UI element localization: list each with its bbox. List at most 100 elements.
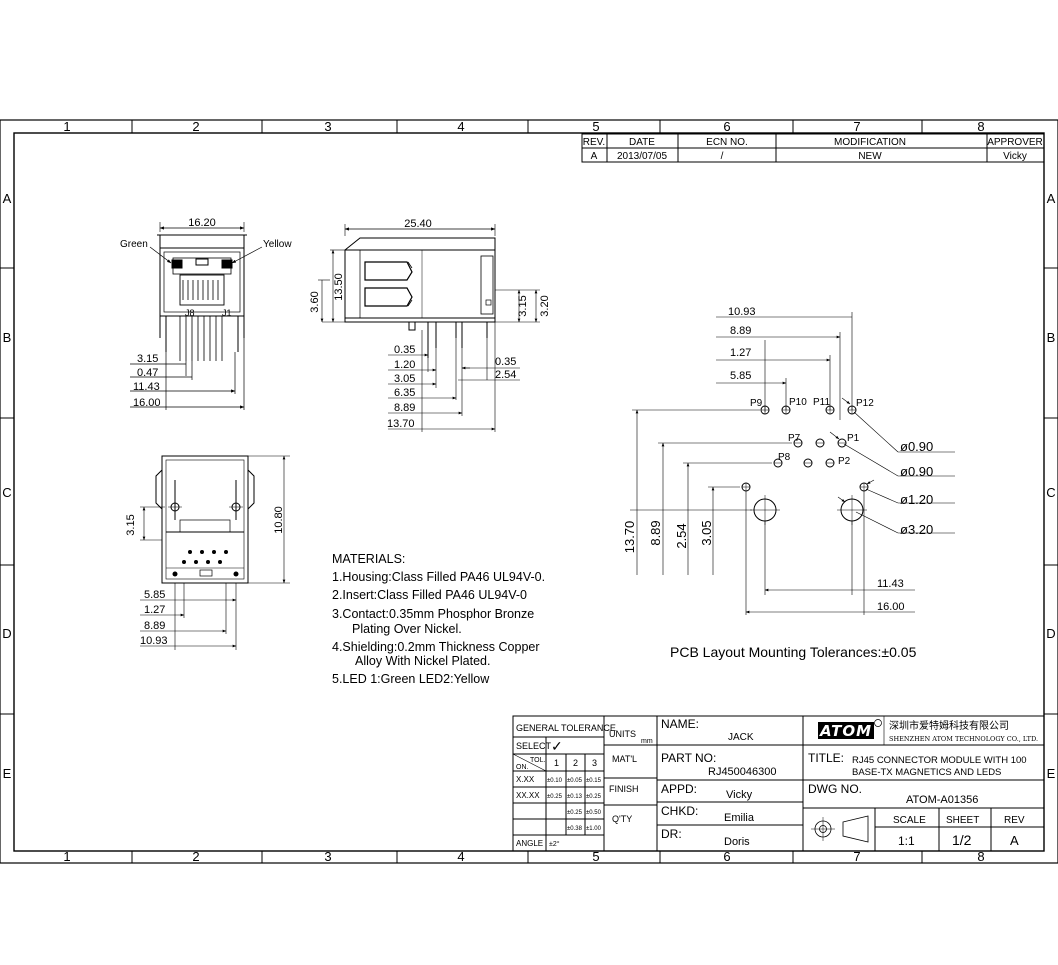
material-item-2: 2.Insert:Class Filled PA46 UL94V-0 [332,588,527,602]
zone-row-d: D [2,626,11,641]
tol-label: TOL. [530,757,545,764]
units-label: UNITS [609,729,636,739]
zone-col-7-bottom: 7 [853,849,860,864]
tol-row-1-v3: ±0.15 [586,778,602,784]
zone-row-a-right: A [1047,191,1056,206]
side-bottom-1-20: 1.20 [394,359,415,371]
pcb-bottom-11-43: 11.43 [877,578,904,590]
bottom-view: 3.15 10.80 5.85 1.27 8.89 10.93 [125,455,290,650]
company-name-cn: 深圳市爱特姆科技有限公司 [889,719,1009,732]
name-value: JACK [728,732,754,743]
select-check: ✓ [551,738,563,754]
zone-row-e-right: E [1047,766,1056,781]
pin-p11: P11 [813,397,830,408]
date-value: 2013/07/05 [617,151,667,162]
approver-value: Vicky [1003,151,1027,162]
ecn-header: ECN NO. [706,137,748,148]
zone-col-3-bottom: 3 [324,849,331,864]
title-line-1: RJ45 CONNECTOR MODULE WITH 100 [852,755,1027,766]
angle-value: ±2° [549,840,560,848]
pcb-tolerance-note: PCB Layout Mounting Tolerances:±0.05 [670,644,917,660]
hole-dim-3-20: ø3.20 [900,522,933,537]
tol-row-4-v3: ±1.00 [586,826,602,832]
sheet-value: 1/2 [952,832,972,848]
pin-p10: P10 [789,397,807,408]
dwg-no-label: DWG NO. [808,782,862,796]
dr-label: DR: [661,827,682,841]
tol-col-1: 1 [554,758,559,768]
pcb-left-8-89: 8.89 [648,520,663,545]
zone-col-3: 3 [324,119,331,134]
tol-col-3: 3 [592,758,597,768]
tol-row-1-v2: ±0.05 [567,778,583,784]
atom-logo-text: ATOM [819,722,872,740]
pcb-top-5-85: 5.85 [730,370,751,382]
tol-row-2-v1: ±0.25 [547,794,563,800]
dr-value: Doris [724,836,750,848]
side-view: 25.40 13.50 3.60 3.15 3.20 [309,218,551,432]
side-height-13-50: 13.50 [333,273,345,301]
part-no-label: PART NO: [661,751,716,765]
zone-row-a: A [3,191,12,206]
side-bottom-right-0-35: 0.35 [495,356,516,368]
zone-col-4: 4 [457,119,464,134]
front-view: Green Yellow J8 J1 16.20 3.15 0.47 11.43… [120,217,292,410]
zone-row-b: B [3,330,12,345]
material-item-4-cont: Alloy With Nickel Plated. [355,654,490,668]
tol-row-1-v1: ±0.10 [547,778,563,784]
company-logo: ATOM [818,719,882,740]
bottom-left-3-15: 3.15 [125,514,137,535]
zone-col-1-bottom: 1 [63,849,70,864]
hole-dim-0-90-b: ø0.90 [900,464,933,479]
pcb-top-10-93: 10.93 [728,306,756,318]
front-dim-0-47: 0.47 [137,367,158,379]
pin-p8: P8 [778,452,791,463]
pcb-left-3-05: 3.05 [699,520,714,545]
side-bottom-8-89: 8.89 [394,402,415,414]
pcb-left-13-70: 13.70 [622,521,637,554]
rev-label: REV [1004,815,1025,826]
rev-value: A [1010,833,1019,848]
bottom-dim-10-93: 10.93 [140,635,168,647]
units-value: mm [641,738,653,745]
led-green-label: Green [120,239,148,250]
pin-j1-label: J1 [222,308,232,318]
select-label: SELECT [516,741,552,751]
side-bottom-0-35: 0.35 [394,344,415,356]
zone-col-1: 1 [63,119,70,134]
bottom-dim-8-89: 8.89 [144,620,165,632]
tol-row-1-label: X.XX [516,775,535,784]
general-tolerance-label: GENERAL TOLERANCE [516,723,616,733]
pin-p7: P7 [788,433,801,444]
zone-col-2-bottom: 2 [192,849,199,864]
tol-row-2-label: XX.XX [516,791,540,800]
rev-value: A [591,151,598,162]
tol-row-2-v2: ±0.13 [567,794,583,800]
title-line-2: BASE-TX MAGNETICS AND LEDS [852,767,1001,778]
bottom-right-10-80: 10.80 [273,506,285,534]
angle-label: ANGLE [516,839,543,848]
materials-notes: MATERIALS: 1.Housing:Class Filled PA46 U… [332,552,545,686]
revision-table: REV. DATE ECN NO. MODIFICATION APPROVER … [581,133,1045,163]
material-item-4: 4.Shielding:0.2mm Thickness Copper [332,640,540,654]
company-name-en: SHENZHEN ATOM TECHNOLOGY CO., LTD. [889,735,1038,743]
hole-dim-1-20: ø1.20 [900,492,933,507]
bottom-dim-1-27: 1.27 [144,604,165,616]
qty-label: Q'TY [612,814,632,824]
pin-p1: P1 [847,433,860,444]
dwg-no-value: ATOM-A01356 [906,794,978,806]
appd-label: APPD: [661,782,697,796]
rev-header: REV. [583,137,605,148]
zone-row-d-right: D [1046,626,1055,641]
side-bottom-right-2-54: 2.54 [495,369,516,381]
pcb-layout-view: 10.93 8.89 1.27 5.85 P9 P10 P11 P12 [622,306,955,660]
tol-col-2: 2 [573,758,578,768]
modification-header: MODIFICATION [834,137,906,148]
pin-p12: P12 [856,398,874,409]
scale-label: SCALE [893,815,926,826]
zone-col-8-bottom: 8 [977,849,984,864]
name-label: NAME: [661,717,699,731]
zone-col-4-bottom: 4 [457,849,464,864]
zone-row-b-right: B [1047,330,1056,345]
